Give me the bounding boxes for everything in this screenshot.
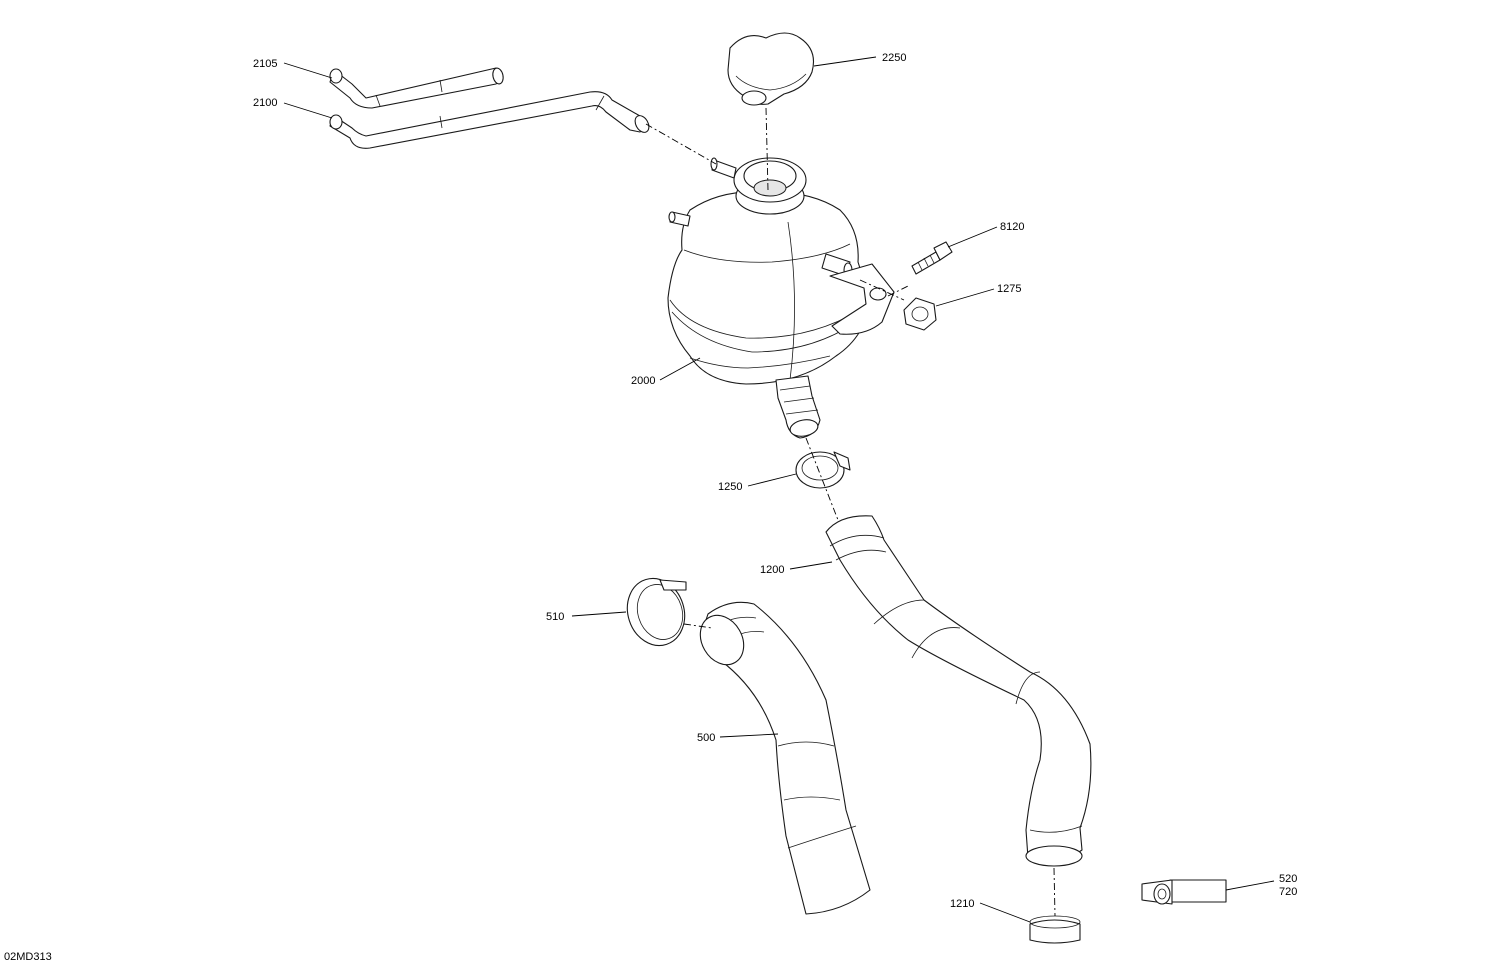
callout-2250: 2250	[882, 52, 906, 64]
callout-1275: 1275	[997, 283, 1021, 295]
part-2105-vent-hose[interactable]	[329, 67, 505, 109]
callout-500: 500	[697, 732, 715, 744]
part-1200-coolant-hose[interactable]	[825, 515, 1092, 867]
part-1275-nut[interactable]	[903, 297, 937, 331]
callout-720: 720	[1279, 886, 1297, 898]
part-510-hose-clamp[interactable]	[619, 571, 693, 653]
callout-8120: 8120	[1000, 221, 1024, 233]
callout-1250: 1250	[718, 481, 742, 493]
part-2100-vent-hose[interactable]	[329, 91, 652, 149]
part-2250-pressure-cap[interactable]	[727, 32, 815, 106]
callout-2100: 2100	[253, 97, 277, 109]
part-8120-screw[interactable]	[911, 241, 953, 275]
callout-2105: 2105	[253, 58, 277, 70]
leader-lines	[283, 56, 1275, 923]
part-520-720-hose-clamp[interactable]	[1141, 879, 1227, 905]
callout-2000: 2000	[631, 375, 655, 387]
drawing-reference-code: 02MD313	[4, 951, 52, 963]
assembly-axis-lines	[645, 107, 1056, 917]
part-2000-expansion-tank[interactable]	[667, 157, 895, 439]
callout-1210: 1210	[950, 898, 974, 910]
part-1210-hose-clamp[interactable]	[1029, 915, 1081, 944]
callout-labels: 2105 2100 2250 8120 1275 2000 1250 1200 …	[253, 52, 1297, 910]
callout-520: 520	[1279, 873, 1297, 885]
part-1250-hose-clamp[interactable]	[795, 451, 851, 489]
part-500-coolant-hose[interactable]	[692, 601, 871, 915]
callout-510: 510	[546, 611, 564, 623]
callout-1200: 1200	[760, 564, 784, 576]
